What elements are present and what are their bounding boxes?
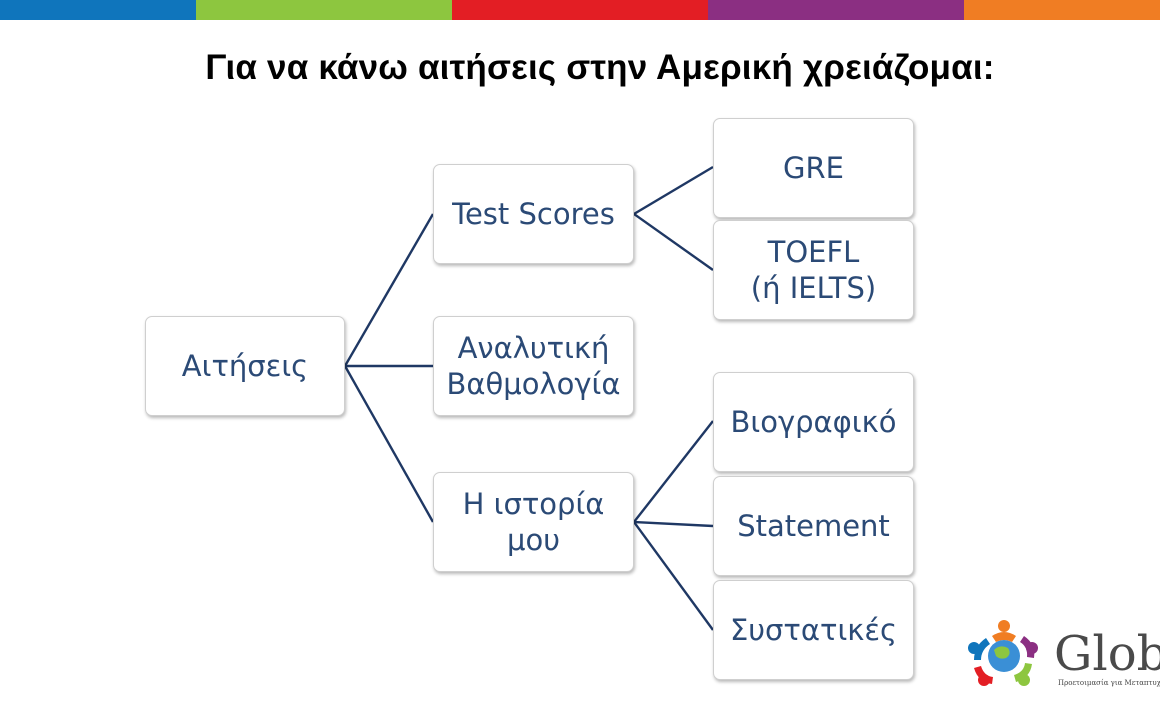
node-applications: Αιτήσεις <box>145 316 345 416</box>
node-cv-label: Βιογραφικό <box>730 404 897 439</box>
node-cv: Βιογραφικό <box>713 372 914 472</box>
node-toefl-line2: (ή IELTS) <box>750 271 877 305</box>
people-circle-globe-icon <box>968 620 1038 686</box>
color-bar-orange <box>964 0 1160 20</box>
node-applications-label: Αιτήσεις <box>181 348 309 383</box>
logo-tagline: Προετοιμασία για Μεταπτυχιακές Σπουδές <box>1058 679 1160 687</box>
connector-root-test-scores <box>343 213 435 367</box>
color-bar-purple <box>708 0 964 20</box>
node-references-label: Συστατικές <box>729 612 898 647</box>
node-test-scores-label: Test Scores <box>452 196 615 231</box>
node-my-story-line2: μου <box>507 523 560 557</box>
node-gre-label: GRE <box>783 150 844 185</box>
connector-my-story-cv <box>633 420 714 523</box>
global-logo: Global Προετοιμασία για Μεταπτυχιακές Σπ… <box>962 612 1160 702</box>
connector-test-scores-gre <box>633 165 714 216</box>
logo-wordmark: Global <box>1054 626 1160 682</box>
top-color-bar <box>0 0 1160 20</box>
color-bar-blue <box>0 0 196 20</box>
node-gre: GRE <box>713 118 914 218</box>
connector-my-story-references <box>633 521 714 631</box>
node-transcript: Αναλυτική Βαθμολογία <box>433 316 634 416</box>
node-test-scores: Test Scores <box>433 164 634 264</box>
connector-my-story-statement <box>633 520 714 528</box>
color-bar-red <box>452 0 708 20</box>
node-references: Συστατικές <box>713 580 914 680</box>
node-statement-label: Statement <box>737 508 890 543</box>
node-my-story-line1: Η ιστορία <box>462 486 605 521</box>
connector-root-my-story <box>343 365 435 523</box>
node-transcript-line2: Βαθμολογία <box>446 367 621 401</box>
color-bar-green <box>196 0 452 20</box>
connector-test-scores-toefl <box>633 213 714 271</box>
node-my-story: Η ιστορία μου <box>433 472 634 572</box>
node-statement: Statement <box>713 476 914 576</box>
slide-title: Για να κάνω αιτήσεις στην Αμερική χρειάζ… <box>205 48 995 87</box>
node-transcript-line1: Αναλυτική <box>457 330 610 365</box>
node-toefl: TOEFL (ή IELTS) <box>713 220 914 320</box>
node-toefl-line1: TOEFL <box>767 234 860 269</box>
